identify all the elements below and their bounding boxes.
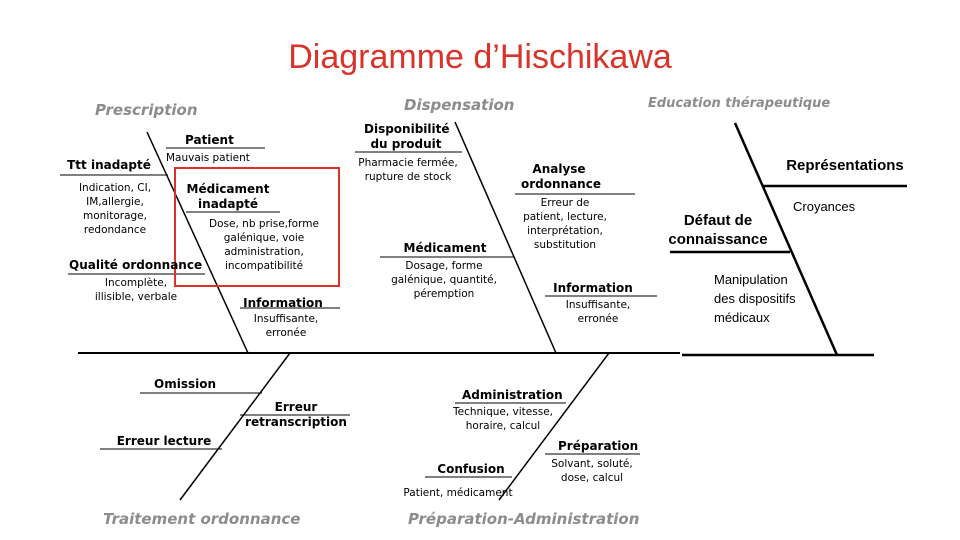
category-dispensation: Dispensation [404, 96, 515, 114]
cause-erreur-lecture: Erreur lecture [116, 434, 212, 448]
detail-administration: Technique, vitesse, horaire, calcul [453, 406, 553, 432]
cause-patient: Patient [185, 133, 234, 147]
cause-defaut-connaissance: Défaut de connaissance [668, 212, 768, 248]
cause-information-prescription: Information [243, 296, 323, 310]
detail-information-prescription: Insuffisante, erronée [253, 313, 319, 339]
bone-dispensation [454, 121, 557, 354]
category-prescription: Prescription [95, 101, 198, 119]
cause-analyse-ordonnance: Analyse ordonnance [521, 162, 601, 191]
cause-information-dispensation: Information [553, 281, 633, 295]
cause-preparation: Préparation [558, 439, 639, 453]
detail-medicament-inadapte: Dose, nb prise,forme galénique, voie adm… [209, 218, 319, 272]
bone-prescription [146, 131, 249, 354]
detail-patient: Mauvais patient [166, 152, 250, 164]
page-title: Diagramme d’Hischikawa [288, 38, 672, 76]
cause-representations: Représentations [786, 157, 904, 174]
category-education: Education thérapeutique [648, 96, 831, 111]
cause-medicament-inadapte: Médicament inadapté [186, 182, 270, 211]
detail-medicament-dispensation: Dosage, forme galénique, quantité, pérem… [391, 260, 497, 300]
detail-qualite-ordonnance: Incomplète, illisible, verbale [94, 277, 178, 303]
cause-disponibilite: Disponibilité du produit [364, 122, 450, 151]
category-traitement: Traitement ordonnance [103, 510, 301, 528]
cause-qualite-ordonnance: Qualité ordonnance [69, 258, 203, 272]
cause-erreur-retranscription: Erreur retranscription [245, 400, 347, 429]
bone-preparation [498, 352, 610, 501]
detail-disponibilite: Pharmacie fermée, rupture de stock [358, 157, 458, 183]
highlight-box-medicament [174, 167, 340, 287]
cause-administration: Administration [462, 388, 563, 402]
category-preparation: Préparation-Administration [408, 510, 640, 528]
bone-traitement [179, 352, 291, 501]
cause-confusion: Confusion [437, 462, 505, 476]
cause-omission: Omission [154, 377, 217, 391]
bone-education [733, 122, 839, 356]
detail-information-dispensation: Insuffisante, erronée [565, 299, 631, 325]
detail-ttt-inadapte: Indication, CI, IM,allergie, monitorage,… [78, 182, 152, 236]
detail-preparation: Solvant, soluté, dose, calcul [551, 458, 633, 484]
cause-ttt-inadapte: Ttt inadapté [67, 158, 151, 172]
detail-analyse-ordonnance: Erreur de patient, lecture, interprétati… [523, 197, 607, 251]
cause-medicament-dispensation: Médicament [403, 241, 487, 255]
detail-representations: Croyances [793, 199, 856, 214]
detail-defaut-connaissance: Manipulation des dispositifs médicaux [714, 272, 796, 325]
detail-confusion: Patient, médicament [403, 487, 513, 499]
